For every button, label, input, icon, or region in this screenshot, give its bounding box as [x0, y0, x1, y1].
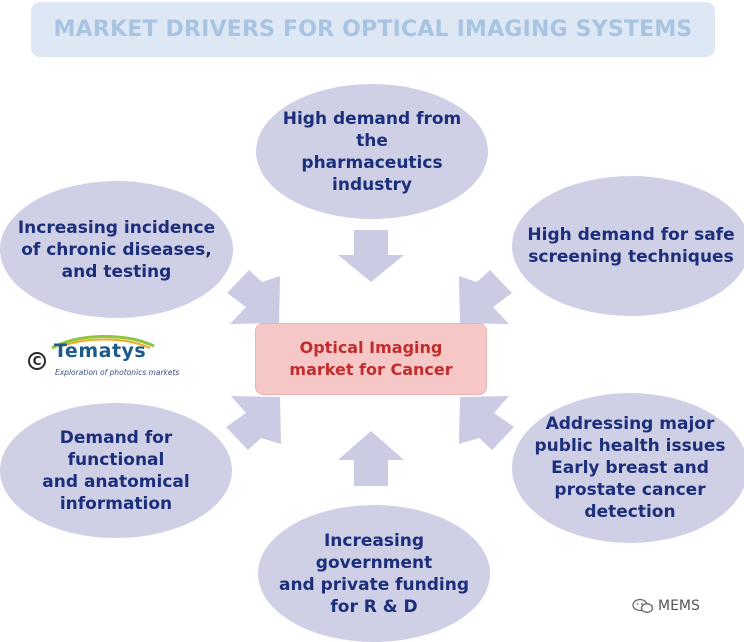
driver-funding-line: for R & D — [330, 596, 418, 617]
arrow-from-funding — [338, 431, 404, 486]
driver-chronic-line: Increasing incidence — [17, 217, 216, 238]
diagram-title: MARKET DRIVERS FOR OPTICAL IMAGING SYSTE… — [53, 17, 693, 42]
center-node: Optical Imaging market for Cancer — [255, 323, 487, 395]
watermark: MEMS — [632, 598, 700, 614]
driver-funding-line: and private funding — [278, 574, 470, 595]
arrow-from-pharma — [338, 230, 404, 282]
wechat-icon — [632, 598, 654, 613]
driver-functional-line: and anatomical — [42, 471, 190, 492]
driver-functional-line: information — [59, 493, 173, 514]
driver-public-health: Addressing major public health issues Ea… — [512, 393, 744, 543]
driver-safe-screening: High demand for safe screening technique… — [512, 176, 744, 316]
driver-pharma-line: High demand from the — [282, 108, 462, 151]
arrow-from-chronic — [227, 270, 280, 324]
driver-pharma: High demand from the pharmaceutics indus… — [256, 84, 488, 219]
logo-tagline: Exploration of photonics markets — [55, 368, 180, 377]
driver-funding-line: Increasing government — [315, 530, 433, 573]
driver-public-health-line: public health issues — [534, 436, 726, 456]
center-node-line: market for Cancer — [289, 360, 453, 379]
driver-safe-screening-line: High demand for safe — [527, 225, 735, 245]
arrow-from-public-health — [459, 396, 514, 450]
arrow-from-functional — [226, 396, 281, 450]
driver-chronic-line: of chronic diseases, — [21, 239, 212, 260]
tematys-logo: C Tematys Exploration of photonics marke… — [28, 332, 179, 384]
copyright-icon: C — [28, 352, 46, 370]
driver-safe-screening-line: screening techniques — [528, 247, 734, 267]
driver-chronic: Increasing incidence of chronic diseases… — [0, 181, 233, 318]
title-banner: MARKET DRIVERS FOR OPTICAL IMAGING SYSTE… — [31, 2, 715, 57]
watermark-text: MEMS — [658, 598, 700, 614]
driver-public-health-line: detection — [584, 502, 676, 522]
arrow-from-safe-screening — [459, 270, 512, 324]
driver-public-health-line: Early breast and — [551, 458, 709, 478]
driver-functional-line: Demand for functional — [59, 427, 173, 470]
center-node-line: Optical Imaging — [299, 338, 443, 357]
driver-pharma-line: pharmaceutics — [301, 152, 443, 173]
driver-public-health-line: Addressing major — [545, 414, 715, 434]
driver-public-health-line: prostate cancer — [554, 480, 706, 500]
driver-funding: Increasing government and private fundin… — [258, 505, 490, 642]
logo-swoosh-icon — [51, 334, 155, 350]
logo-name: Tematys — [54, 340, 147, 362]
driver-functional: Demand for functional and anatomical inf… — [0, 403, 232, 538]
driver-chronic-line: and testing — [61, 261, 172, 282]
driver-pharma-line: industry — [332, 174, 412, 195]
